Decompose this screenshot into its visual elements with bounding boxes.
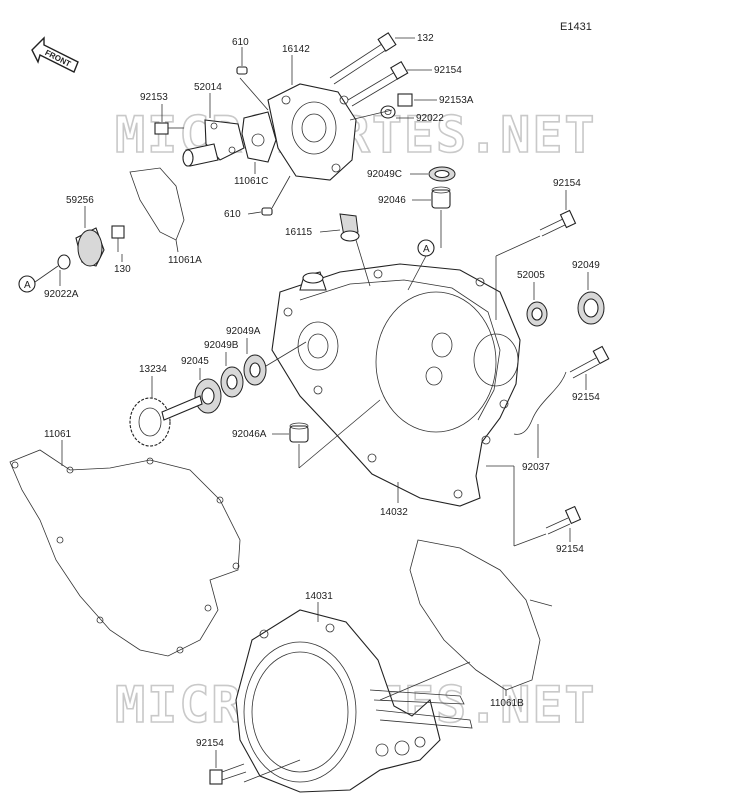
label-11061a: 11061A [168, 255, 202, 266]
gasket-11061-icon [9, 449, 241, 657]
label-13234: 13234 [139, 364, 167, 375]
washer-92022-icon [380, 105, 396, 119]
label-92153: 92153 [140, 92, 168, 103]
pipe-52014-icon [182, 119, 245, 167]
gasket-11061a-icon [129, 167, 185, 241]
bearing-92046a-icon [289, 425, 309, 443]
label-92049: 92049 [572, 260, 600, 271]
label-92037: 92037 [522, 462, 550, 473]
svg-text:A: A [24, 280, 31, 291]
label-14031: 14031 [305, 591, 333, 602]
bolt-92154-r3-icon [545, 505, 582, 535]
label-92049c: 92049C [367, 169, 402, 180]
outer-cover-14031-icon [235, 609, 473, 793]
label-92154-r2: 92154 [572, 392, 600, 403]
pin-610-top-icon [236, 66, 248, 75]
diagram-ref: E1431 [560, 21, 592, 33]
label-92022a: 92022A [44, 289, 79, 300]
pin-610-bottom-icon [261, 207, 273, 216]
impeller-59256-icon [75, 227, 105, 267]
label-92154-r3: 92154 [556, 544, 584, 555]
bolt-130-icon [111, 225, 125, 239]
label-130: 130 [114, 264, 131, 275]
bolt-132-icon [329, 32, 397, 85]
bolt-92153a-icon [397, 93, 413, 107]
bearing-92046-icon [431, 189, 451, 209]
ref-marker-a-right [417, 239, 435, 257]
label-16115: 16115 [285, 227, 313, 238]
label-11061: 11061 [44, 429, 72, 440]
bolt-92154-r2-icon [569, 345, 610, 379]
bolt-92154-r1-icon [539, 209, 577, 237]
bolt-92153-icon [154, 122, 169, 135]
label-92153a: 92153A [439, 95, 474, 106]
label-16142: 16142 [282, 44, 310, 55]
ref-marker-a-left [18, 275, 36, 293]
label-92154-r1: 92154 [553, 178, 581, 189]
label-610-bottom: 610 [224, 209, 241, 220]
washer-92022a-icon [57, 254, 71, 270]
label-132: 132 [417, 33, 434, 44]
label-92022: 92022 [416, 113, 444, 124]
svg-text:A: A [423, 244, 430, 255]
label-14032: 14032 [380, 507, 408, 518]
label-92049a: 92049A [226, 326, 261, 337]
label-92046: 92046 [378, 195, 406, 206]
gasket-11061b-icon [409, 539, 541, 691]
bolt-92154-icon [347, 61, 409, 107]
front-arrow-icon: FRONT [31, 36, 79, 73]
label-92049b: 92049B [204, 340, 239, 351]
label-92154-bottom: 92154 [196, 738, 224, 749]
clutch-cover-14032-icon [271, 263, 521, 507]
label-52005: 52005 [517, 270, 545, 281]
clamp-92037-icon [513, 371, 567, 435]
label-610-top: 610 [232, 37, 249, 48]
label-92045: 92045 [181, 356, 209, 367]
gear-13234-icon [129, 395, 203, 447]
label-92154-top: 92154 [434, 65, 462, 76]
label-59256: 59256 [66, 195, 94, 206]
label-52014: 52014 [194, 82, 222, 93]
label-92046a: 92046A [232, 429, 267, 440]
plug-16115-icon [339, 213, 360, 242]
label-11061c: 11061C [234, 176, 268, 187]
pump-housing-16142-icon [267, 83, 357, 181]
bolt-92154-bottom-icon [209, 763, 247, 785]
label-11061b: 11061B [490, 698, 524, 709]
gasket-11061c-icon [241, 111, 277, 163]
